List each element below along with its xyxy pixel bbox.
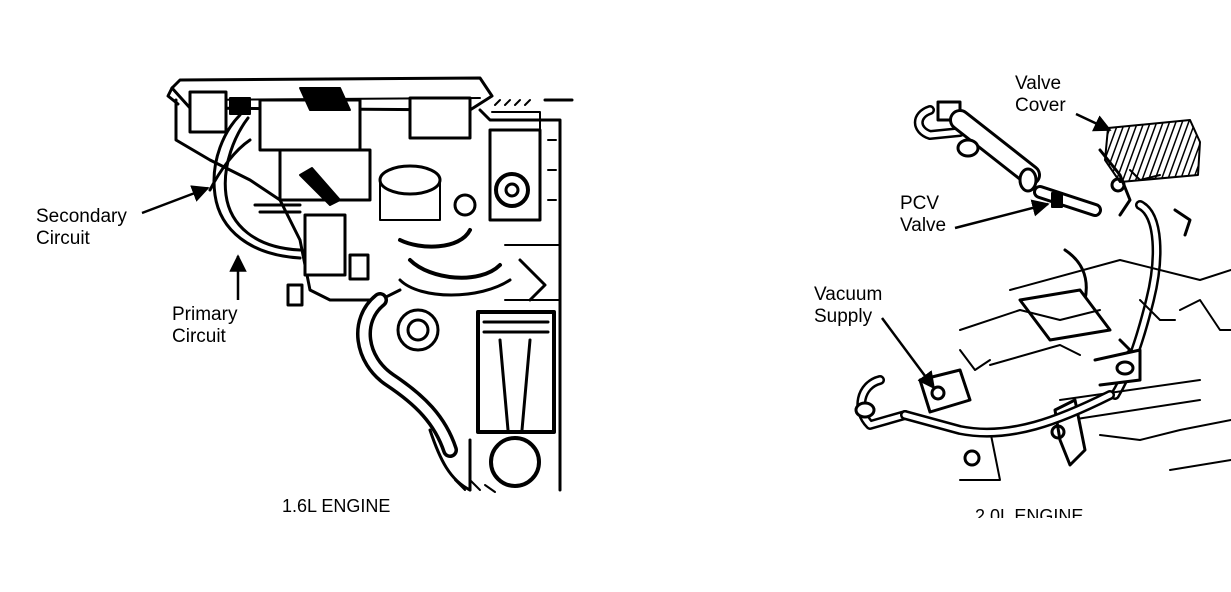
primary-circuit-label-line1: Primary [172, 304, 238, 325]
secondary-circuit-arrow [141, 185, 210, 215]
engine-2-0l-caption: 2.0L ENGINE [975, 506, 1084, 518]
pcv-valve-arrow [954, 199, 1050, 230]
secondary-circuit-label-line1: Secondary [36, 206, 127, 227]
secondary-circuit-label-line2: Circuit [36, 228, 90, 249]
pcv-valve-label: PCV Valve [900, 193, 946, 237]
valve-cover-label-line1: Valve [1015, 73, 1062, 94]
valve-cover-label: Valve Cover [1015, 73, 1066, 117]
valve-cover-label-line2: Cover [1015, 95, 1066, 116]
engine-1-6l-drawing [166, 76, 574, 493]
engine-1-6l-caption: 1.6L ENGINE [282, 496, 391, 516]
vacuum-supply-label-line1: Vacuum [814, 284, 883, 305]
vacuum-supply-label-line2: Supply [814, 306, 873, 327]
primary-circuit-label: Primary Circuit [172, 304, 237, 348]
vacuum-supply-label: Vacuum Supply [814, 284, 882, 328]
primary-circuit-label-line2: Circuit [172, 326, 226, 347]
vacuum-supply-arrow [880, 317, 936, 390]
engine-2-0l-drawing [854, 100, 1231, 481]
secondary-circuit-label: Secondary Circuit [36, 206, 127, 250]
pcv-valve-label-line2: Valve [900, 215, 947, 236]
valve-cover-arrow [1075, 112, 1112, 132]
pcv-valve-label-line1: PCV [900, 193, 940, 214]
